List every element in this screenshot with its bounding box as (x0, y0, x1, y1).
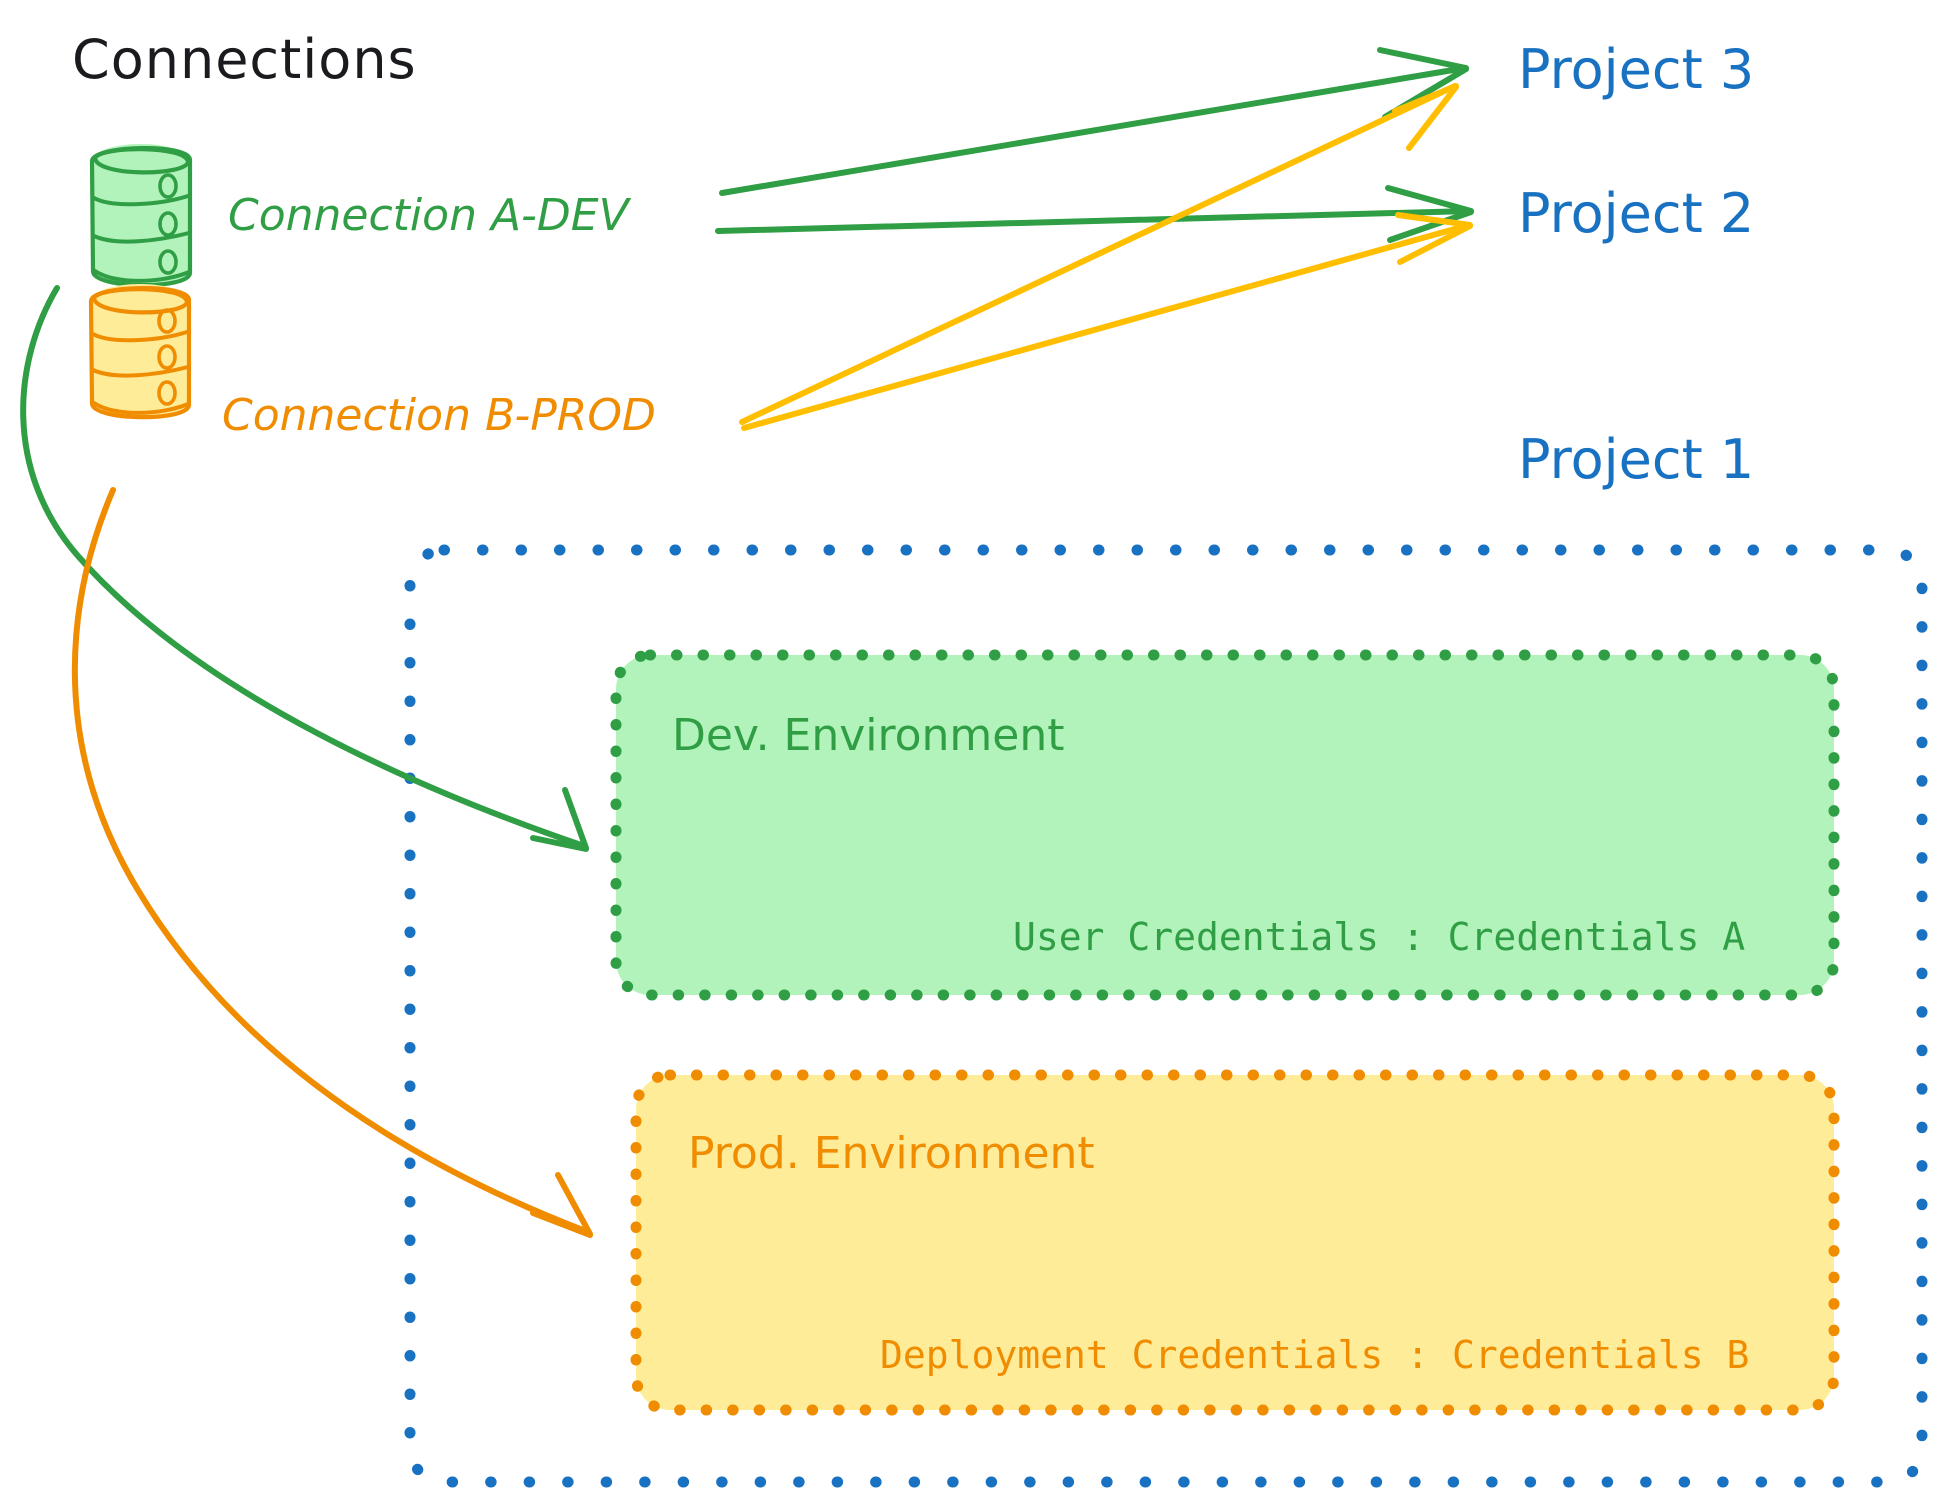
arrow-b-prod-to-project-2 (741, 212, 1473, 431)
arrow-b-prod-to-prod-environment (71, 487, 593, 1238)
arrow-b-prod-to-project-3 (739, 83, 1459, 425)
page-title: Connections (72, 28, 417, 91)
project-1-container (404, 544, 1928, 1488)
project-1-label[interactable]: Project 1 (1518, 428, 1754, 491)
prod-environment-title: Prod. Environment (688, 1128, 1095, 1179)
arrow-a-dev-to-project-2 (715, 185, 1474, 243)
arrow-a-dev-to-dev-environment (20, 285, 589, 852)
dev-environment-title: Dev. Environment (672, 710, 1065, 761)
prod-environment-credentials: Deployment Credentials : Credentials B (880, 1333, 1749, 1377)
connection-b-prod-label[interactable]: Connection B-PROD (222, 390, 656, 441)
connection-b-prod-database-icon[interactable] (88, 284, 192, 420)
connection-a-dev-label[interactable]: Connection A-DEV (228, 190, 632, 241)
prod-environment-box[interactable] (630, 1069, 1840, 1416)
project-2-label[interactable]: Project 2 (1518, 182, 1754, 245)
dev-environment-credentials: User Credentials : Credentials A (1013, 915, 1745, 959)
connection-a-dev-database-icon[interactable] (89, 144, 193, 288)
dev-environment-box[interactable] (610, 649, 1840, 1001)
arrow-a-dev-to-project-3 (719, 47, 1469, 196)
project-3-label[interactable]: Project 3 (1518, 38, 1754, 101)
